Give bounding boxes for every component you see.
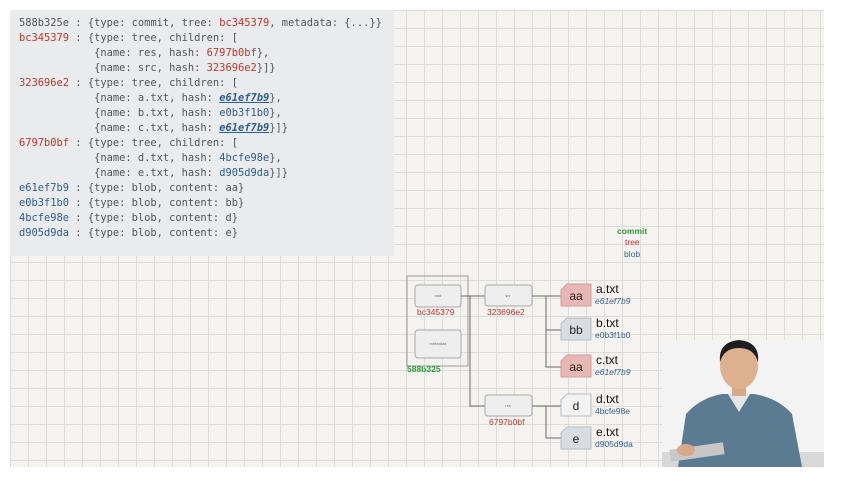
commit-key: 588b325e — [19, 17, 70, 29]
blob-e-shape[interactable] — [560, 426, 592, 450]
tree-ref: bc345379 — [219, 17, 270, 29]
svg-text:aa: aa — [569, 360, 583, 374]
blob-key: e61ef7b9 — [19, 182, 70, 194]
svg-text:bb: bb — [569, 323, 583, 337]
svg-text:d: d — [573, 399, 580, 413]
legend-tree: tree — [625, 237, 640, 247]
code-line-commit: 588b325e : {type: commit, tree: bc345379… — [19, 17, 382, 29]
code-line-blob: d905d9da : {type: blob, content: e} — [19, 227, 238, 239]
tree-key: 6797b0bf — [19, 137, 70, 149]
svg-text:src: src — [505, 294, 510, 298]
presenter-video — [662, 340, 824, 467]
svg-text:root: root — [434, 294, 442, 298]
code-line-child: {name: c.txt, hash: e61ef7b9}]} — [19, 122, 289, 134]
svg-text:metadata: metadata — [430, 342, 447, 346]
legend-commit: commit — [617, 226, 647, 236]
code-line-blob: e0b3f1b0 : {type: blob, content: bb} — [19, 197, 245, 209]
blob-a-shape[interactable] — [560, 283, 592, 307]
duplicate-hash: e61ef7b9 — [219, 92, 270, 104]
code-line-root-tree: bc345379 : {type: tree, children: [ — [19, 32, 238, 44]
code-line-blob: e61ef7b9 : {type: blob, content: aa} — [19, 182, 245, 194]
code-line-child: {name: src, hash: 323696e2}]} — [19, 62, 276, 74]
code-line-blob: 4bcfe98e : {type: blob, content: d} — [19, 212, 238, 224]
svg-text:res: res — [505, 404, 511, 408]
metadata-node[interactable] — [414, 329, 462, 359]
code-line-child: {name: e.txt, hash: d905d9da}]} — [19, 167, 289, 179]
blob-d-hash: 4bcfe98e — [595, 406, 630, 416]
edge-res-e — [545, 406, 561, 439]
blob-b-hash: e0b3f1b0 — [595, 330, 631, 340]
code-line-src-tree: 323696e2 : {type: tree, children: [ — [19, 77, 238, 89]
blob-a-hash: e61ef7b9 — [595, 296, 631, 306]
svg-text:e: e — [573, 432, 580, 446]
blob-a-name: a.txt — [596, 282, 619, 296]
src-tree-hash: 323696e2 — [487, 307, 525, 317]
commit-hash: 588b325 — [407, 364, 441, 374]
svg-text:aa: aa — [569, 289, 583, 303]
blob-key: e0b3f1b0 — [19, 197, 70, 209]
legend-blob: blob — [624, 249, 640, 259]
blob-key: d905d9da — [19, 227, 70, 239]
object-graph: commit tree blob root bc345379 metadata … — [406, 226, 824, 467]
code-line-child: {name: b.txt, hash: e0b3f1b0}, — [19, 107, 282, 119]
blob-d-name: d.txt — [596, 392, 619, 406]
edge-root-res — [469, 296, 485, 407]
tree-key: 323696e2 — [19, 77, 70, 89]
slide-canvas: 588b325e : {type: commit, tree: bc345379… — [10, 10, 824, 467]
edge-src-c — [545, 296, 561, 368]
blob-d-shape[interactable] — [560, 393, 592, 417]
blob-b-shape[interactable] — [560, 317, 592, 341]
duplicate-hash: e61ef7b9 — [219, 122, 270, 134]
blob-c-hash: e61ef7b9 — [595, 367, 631, 377]
code-line-child: {name: res, hash: 6797b0bf}, — [19, 47, 270, 59]
tree-key: bc345379 — [19, 32, 70, 44]
code-line-child: {name: a.txt, hash: e61ef7b9}, — [19, 92, 282, 104]
blob-e-name: e.txt — [596, 425, 619, 439]
blob-b-name: b.txt — [596, 316, 619, 330]
blob-c-shape[interactable] — [560, 354, 592, 378]
object-store-listing: 588b325e : {type: commit, tree: bc345379… — [10, 10, 394, 256]
blob-c-name: c.txt — [596, 353, 619, 367]
blob-key: 4bcfe98e — [19, 212, 70, 224]
commit-box — [406, 275, 469, 367]
blob-e-hash: d905d9da — [595, 439, 633, 449]
root-tree-hash: bc345379 — [417, 307, 455, 317]
code-line-child: {name: d.txt, hash: 4bcfe98e}, — [19, 152, 282, 164]
code-line-res-tree: 6797b0bf : {type: tree, children: [ — [19, 137, 238, 149]
res-tree-hash: 6797b0bf — [489, 417, 525, 427]
